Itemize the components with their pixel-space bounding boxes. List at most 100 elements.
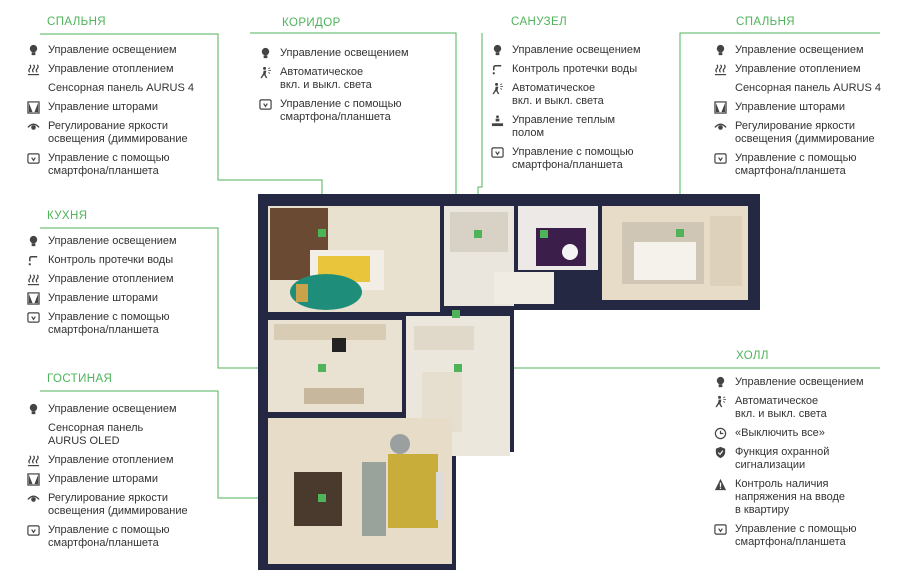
panel-corridor: КОРИДОР	[282, 17, 452, 35]
clock-icon	[713, 427, 727, 440]
curtains-icon	[26, 101, 40, 114]
feature-label: Автоматическое вкл. и выкл. света	[512, 82, 604, 107]
feature-item: Управление с помощью смартфона/планшета	[26, 152, 226, 178]
feature-item: Автоматическое вкл. и выкл. света	[258, 66, 448, 92]
marker-bathroom	[474, 230, 482, 238]
feature-label: Управление с помощью смартфона/планшета	[735, 523, 857, 548]
panel-title: КУХНЯ	[47, 210, 88, 222]
bulb-icon	[26, 44, 40, 57]
feature-label: Контроль протечки воды	[48, 254, 174, 266]
feature-label: Сенсорная панель AURUS OLED	[48, 422, 144, 447]
feature-label: Функция охранной сигнализации	[735, 446, 830, 471]
curtains-icon	[713, 101, 727, 114]
feature-item: Управление отоплением	[713, 63, 898, 76]
heating-icon	[26, 454, 40, 467]
feature-item: Функция охранной сигнализации	[713, 446, 898, 472]
marker-hall	[454, 364, 462, 372]
panel-title: КОРИДОР	[282, 17, 341, 29]
feature-label: Управление освещением	[512, 44, 641, 56]
marker-corridor	[452, 310, 460, 318]
dimmer-eye-icon	[26, 492, 40, 505]
feature-label: Контроль протечки воды	[512, 63, 638, 75]
feature-label: Сенсорная панель AURUS 4	[735, 82, 881, 94]
feature-item: Управление отоплением	[26, 273, 216, 286]
marker-bedroom2	[676, 229, 684, 237]
feature-item: Управление теплым полом	[490, 114, 660, 140]
motion-icon	[490, 82, 504, 95]
leak-icon	[490, 63, 504, 76]
feature-label: Сенсорная панель AURUS 4	[48, 82, 194, 94]
feature-item: Управление шторами	[26, 292, 216, 305]
feature-item: Управление отоплением	[26, 454, 226, 467]
feature-label: Управление с помощью смартфона/планшета	[512, 146, 634, 171]
feature-label: Управление шторами	[735, 101, 846, 113]
feature-label: Управление с помощью смартфона/планшета	[48, 524, 170, 549]
smartphone-icon	[258, 98, 272, 111]
feature-item: Сенсорная панель AURUS 4	[713, 82, 898, 95]
feature-item: Управление с помощью смартфона/планшета	[490, 146, 660, 172]
panel-bathroom: САНУЗЕЛ	[511, 16, 661, 34]
dimmer-eye-icon	[713, 120, 727, 133]
panel-title: СПАЛЬНЯ	[47, 16, 106, 28]
curtains-icon	[26, 473, 40, 486]
marker-living	[318, 494, 326, 502]
feature-item: Регулирование яркости освещения (диммиро…	[26, 120, 226, 146]
bulb-icon	[490, 44, 504, 57]
feature-label: Управление с помощью смартфона/планшета	[48, 311, 170, 336]
feature-item: Автоматическое вкл. и выкл. света	[713, 395, 898, 421]
panel-kitchen: КУХНЯ	[47, 210, 217, 228]
feature-item: Управление освещением	[490, 44, 660, 57]
panel-bedroom2: СПАЛЬНЯ	[736, 16, 896, 34]
bulb-icon	[26, 403, 40, 416]
feature-item: Управление с помощью смартфона/планшета	[26, 311, 216, 337]
smartphone-icon	[26, 152, 40, 165]
feature-item: Управление освещением	[258, 47, 448, 60]
curtains-icon	[26, 292, 40, 305]
apartment-floor-plan	[258, 194, 760, 570]
leak-icon	[26, 254, 40, 267]
smartphone-icon	[26, 524, 40, 537]
feature-label: Автоматическое вкл. и выкл. света	[735, 395, 827, 420]
feature-label: «Выключить все»	[735, 427, 825, 439]
panel-title: ГОСТИНАЯ	[47, 373, 113, 385]
feature-item: Автоматическое вкл. и выкл. света	[490, 82, 660, 108]
bulb-icon	[258, 47, 272, 60]
heating-icon	[26, 273, 40, 286]
feature-item: Управление шторами	[713, 101, 898, 114]
feature-label: Управление шторами	[48, 101, 159, 113]
shield-icon	[713, 446, 727, 459]
panel-living: ГОСТИНАЯ	[47, 373, 217, 391]
feature-label: Управление с помощью смартфона/планшета	[48, 152, 170, 177]
marker-kitchen	[318, 364, 326, 372]
feature-item: Управление с помощью смартфона/планшета	[26, 524, 226, 550]
bulb-icon	[26, 235, 40, 248]
feature-item: Управление освещением	[26, 235, 216, 248]
dimmer-eye-icon	[26, 120, 40, 133]
bulb-icon	[713, 44, 727, 57]
feature-item: Управление шторами	[26, 101, 226, 114]
feature-label: Управление освещением	[48, 403, 177, 415]
feature-label: Управление освещением	[48, 44, 177, 56]
bulb-icon	[713, 376, 727, 389]
feature-label: Управление освещением	[280, 47, 409, 59]
feature-item: Сенсорная панель AURUS OLED	[26, 422, 226, 448]
feature-item: Регулирование яркости освещения (диммиро…	[26, 492, 226, 518]
marker-bathroom-2	[540, 230, 548, 238]
floor-heating-icon	[490, 114, 504, 127]
feature-item: Управление с помощью смартфона/планшета	[713, 523, 898, 549]
smartphone-icon	[713, 152, 727, 165]
feature-item: Регулирование яркости освещения (диммиро…	[713, 120, 898, 146]
smartphone-icon	[26, 311, 40, 324]
panel-title: САНУЗЕЛ	[511, 16, 568, 28]
marker-bedroom1	[318, 229, 326, 237]
feature-item: «Выключить все»	[713, 427, 898, 440]
feature-item: Контроль протечки воды	[26, 254, 216, 267]
feature-label: Управление с помощью смартфона/планшета	[280, 98, 402, 123]
feature-item: Управление с помощью смартфона/планшета	[258, 98, 448, 124]
smartphone-icon	[490, 146, 504, 159]
feature-item: Управление освещением	[713, 44, 898, 57]
